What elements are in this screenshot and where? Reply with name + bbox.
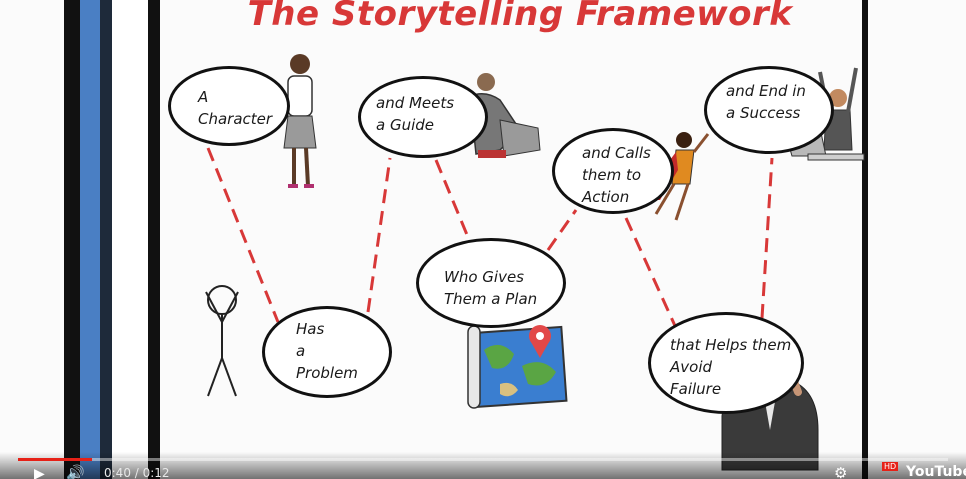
character-woman-icon (283, 54, 317, 188)
hd-badge: HD (882, 462, 899, 471)
bubble-character (168, 66, 290, 146)
step-label-action: and Calls them to Action (582, 144, 651, 206)
connector-character-problem (206, 147, 280, 323)
connector-plan-action (546, 209, 578, 251)
stick-figure-icon (205, 285, 239, 397)
left-strip-black (64, 0, 84, 479)
settings-icon[interactable]: ⚙ (834, 464, 848, 479)
bubble-guide (358, 76, 488, 158)
step-label-plan: Who Gives Them a Plan (444, 268, 538, 308)
player-controls (0, 452, 966, 479)
time-display: 0:40 / 0:12 (104, 466, 170, 479)
right-edge-line (862, 0, 868, 479)
connector-guide-plan (434, 159, 472, 243)
youtube-logo[interactable]: YouTube (906, 464, 966, 479)
bubble-failure (648, 312, 804, 414)
connector-failure-success (760, 157, 774, 319)
video-title: The Storytelling Framework (247, 0, 793, 34)
bubble-problem (262, 306, 392, 398)
progress-fill (18, 458, 93, 461)
step-label-guide: and Meets a Guide (376, 94, 455, 134)
connector-problem-guide (366, 157, 392, 313)
bubble-action (552, 128, 674, 214)
left-strip-dark (100, 0, 112, 479)
left-strip-blue (80, 0, 102, 479)
play-icon[interactable]: ▶ (34, 466, 45, 479)
step-label-problem: Has a Problem (296, 320, 358, 382)
volume-icon[interactable]: 🔊 (66, 464, 85, 479)
map-icon (467, 325, 568, 409)
step-label-character: A Character (198, 88, 273, 128)
progress-bar[interactable] (18, 458, 948, 461)
bubble-success (704, 66, 834, 154)
left-strip-edge (148, 0, 160, 479)
left-strip-gap (112, 0, 148, 479)
step-label-failure: that Helps them Avoid Failure (670, 336, 792, 398)
connector-action-failure (624, 217, 678, 329)
step-label-success: and End in a Success (726, 82, 806, 122)
bubble-plan (416, 238, 566, 328)
